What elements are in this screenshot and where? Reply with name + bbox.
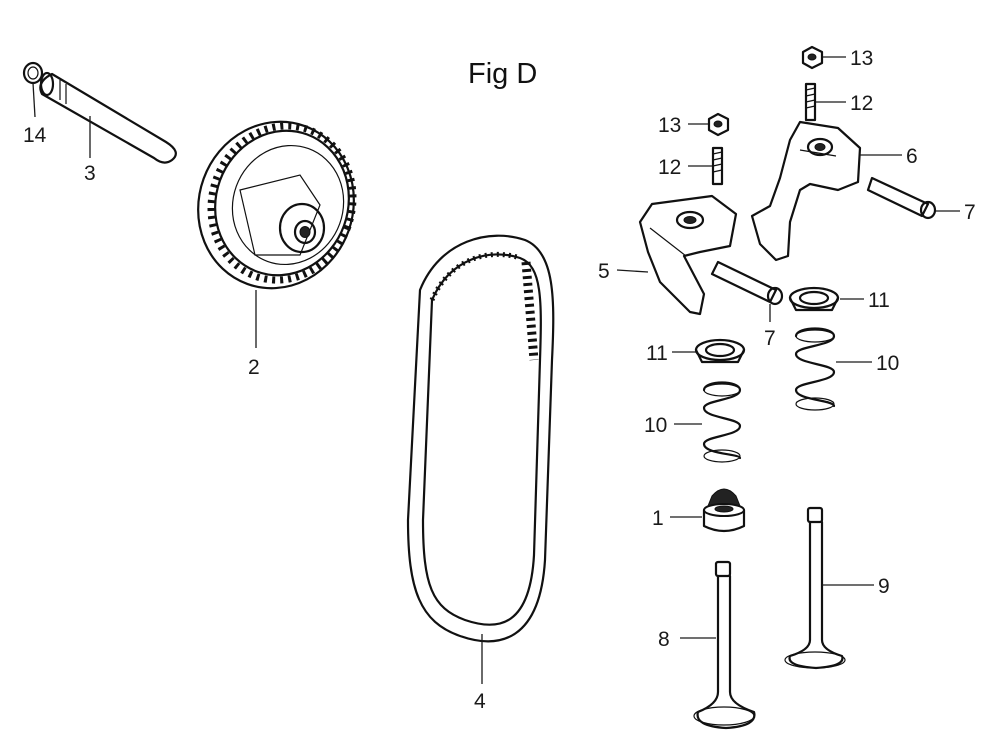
callout-13-upper: 13 (850, 47, 873, 70)
part-circlip-14 (22, 61, 44, 118)
part-rocker-shaft-7-upper (866, 176, 960, 220)
callout-7-upper: 7 (964, 201, 976, 224)
part-rocker-shaft-7-lower (710, 260, 784, 322)
callout-11-left: 11 (646, 342, 668, 365)
callout-9: 9 (878, 575, 890, 598)
callout-13-lower: 13 (658, 114, 681, 137)
callout-5: 5 (598, 260, 610, 283)
callout-7-lower: 7 (764, 327, 776, 350)
callout-12-lower: 12 (658, 156, 681, 179)
callout-10-right: 10 (876, 352, 899, 375)
part-rocker-arm-6 (750, 120, 902, 262)
part-valve-stem-seal-1 (670, 488, 746, 533)
part-rocker-arm-5 (616, 194, 738, 316)
callout-8: 8 (658, 628, 670, 651)
part-spring-retainer-11-left (672, 338, 746, 364)
part-cam-pulley-2 (197, 120, 357, 348)
callout-2: 2 (248, 356, 260, 379)
callout-1: 1 (652, 507, 664, 530)
callout-10-left: 10 (644, 414, 667, 437)
part-shaft-3 (39, 71, 177, 164)
part-nut-13-lower (688, 112, 730, 137)
callout-14: 14 (23, 124, 47, 147)
part-stud-12-upper (804, 82, 846, 122)
callout-6: 6 (906, 145, 918, 168)
part-exhaust-valve-9 (784, 506, 874, 670)
part-stud-12-lower (688, 146, 724, 186)
part-valve-spring-10-right (794, 327, 872, 411)
part-nut-13-upper (801, 45, 846, 70)
callout-4: 4 (474, 690, 486, 713)
figure-title: Fig D (468, 58, 537, 90)
callout-12-upper: 12 (850, 92, 873, 115)
part-spring-retainer-11-right (788, 286, 864, 312)
part-timing-belt-4 (406, 234, 555, 684)
part-intake-valve-8 (680, 560, 756, 730)
part-valve-spring-10-left (674, 381, 742, 463)
callout-3: 3 (84, 162, 96, 185)
callout-11-right: 11 (868, 289, 890, 312)
